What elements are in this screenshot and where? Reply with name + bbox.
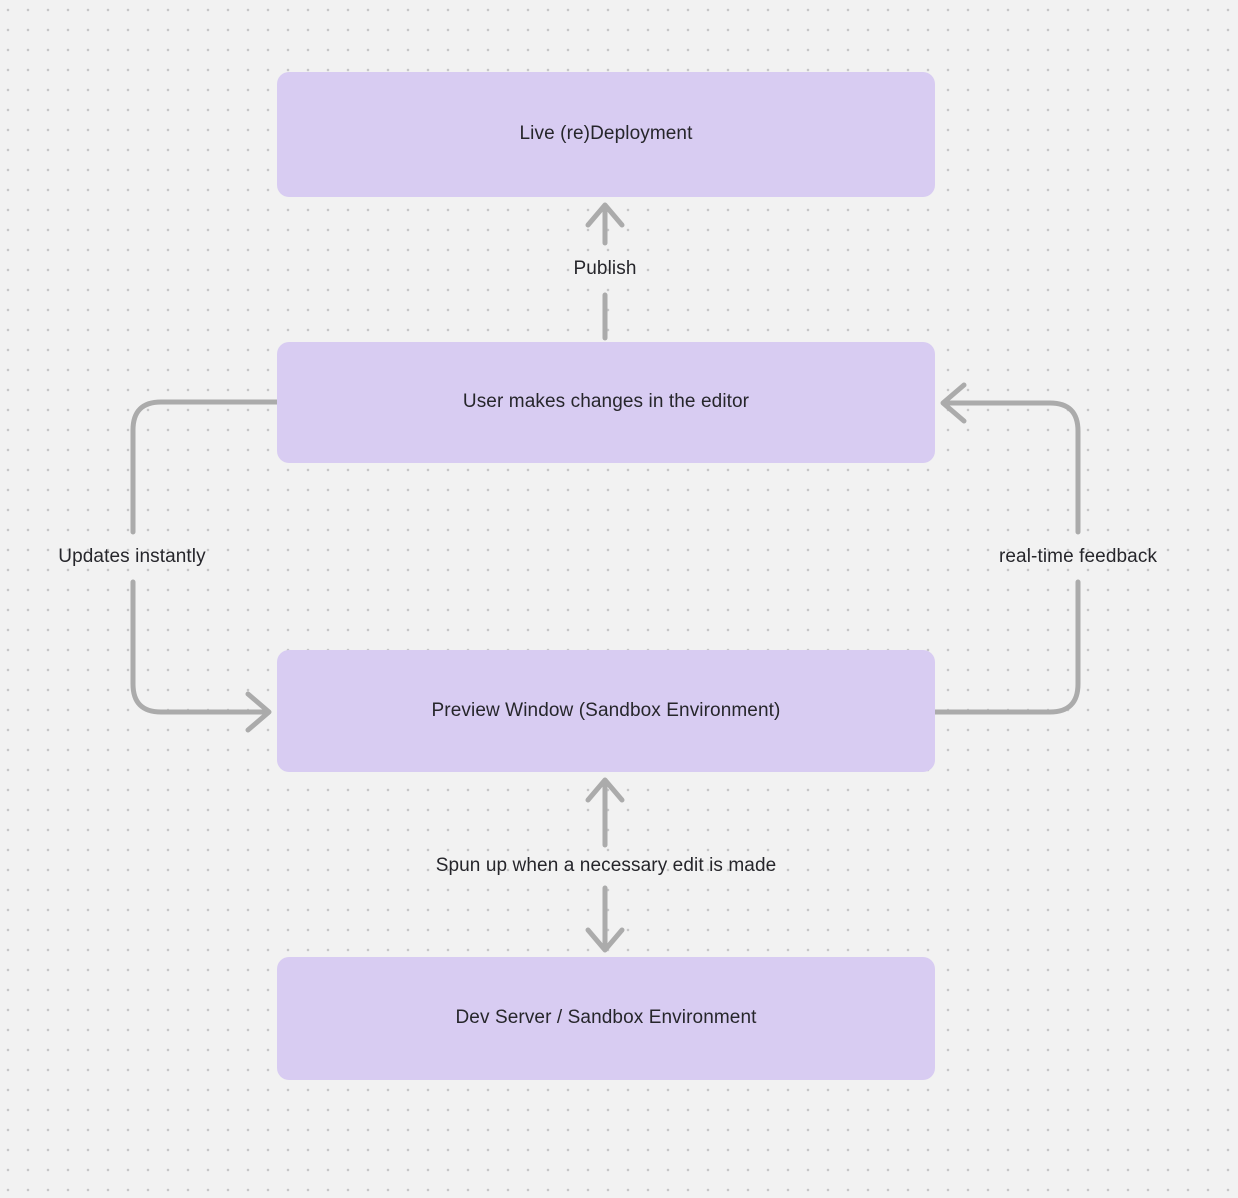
edge-label-realtime-feedback[interactable]: real-time feedback [998, 546, 1158, 567]
edge-label-spun-up[interactable]: Spun up when a necessary edit is made [435, 855, 777, 876]
arrowhead-up-icon [585, 777, 625, 803]
arrowhead-right-icon [245, 691, 272, 733]
edge-label-publish[interactable]: Publish [573, 258, 637, 279]
connector-realtime-feedback[interactable] [932, 382, 1081, 715]
connector-feedback-line-top [946, 400, 1081, 535]
node-user-editor[interactable]: User makes changes in the editor [277, 342, 935, 463]
arrowhead-down-icon [585, 927, 625, 953]
node-live-redeployment[interactable]: Live (re)Deployment [277, 72, 935, 197]
node-dev-server[interactable]: Dev Server / Sandbox Environment [277, 957, 935, 1080]
connector-updates-line-bottom [130, 579, 266, 715]
connector-updates-line-top [130, 399, 280, 535]
connector-spun-up[interactable] [585, 777, 625, 953]
node-preview-window[interactable]: Preview Window (Sandbox Environment) [277, 650, 935, 772]
connector-feedback-line-bottom [932, 579, 1081, 715]
arrowhead-left-icon [940, 382, 967, 424]
edge-label-updates-instantly[interactable]: Updates instantly [58, 546, 206, 567]
connector-updates-instantly[interactable] [130, 399, 280, 733]
connector-publish[interactable] [585, 202, 625, 341]
arrowhead-up-icon [585, 202, 625, 228]
